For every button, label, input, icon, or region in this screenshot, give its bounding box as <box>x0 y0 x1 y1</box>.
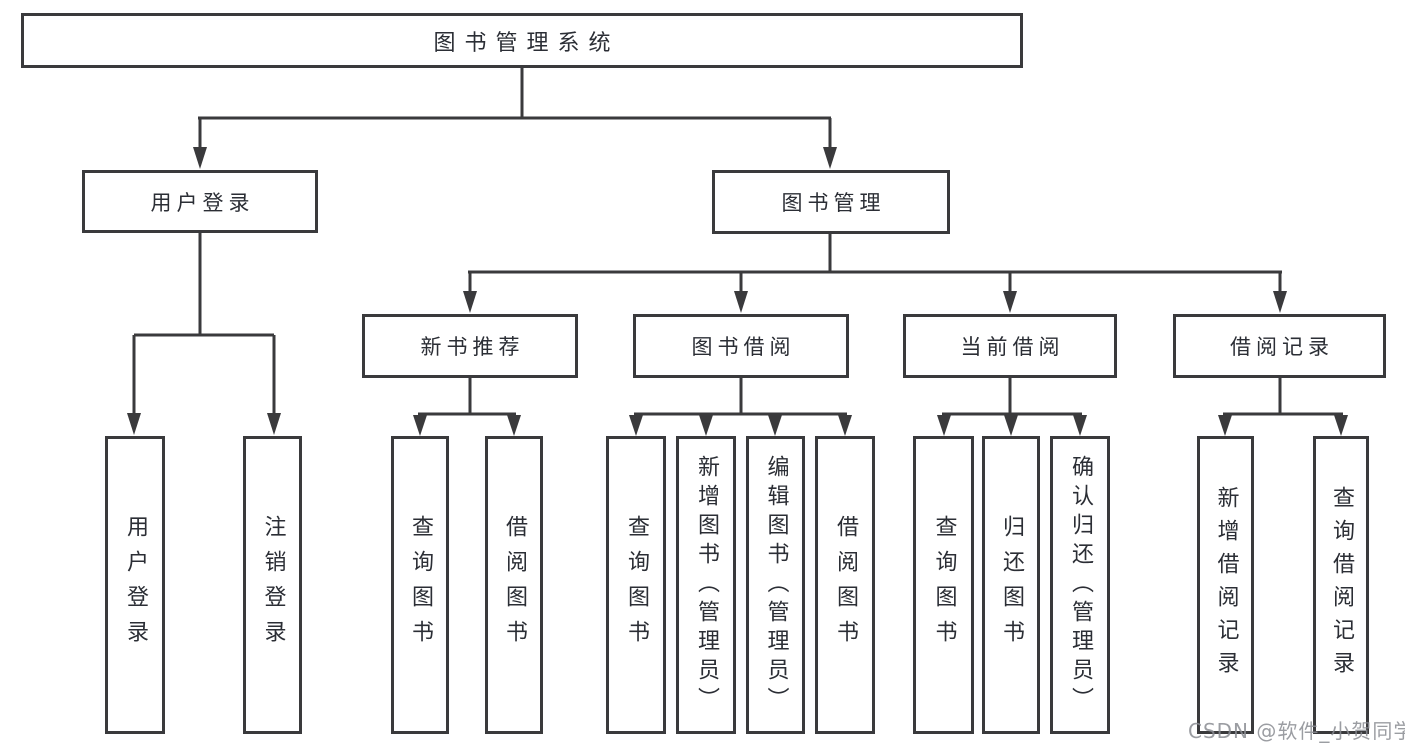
leaf-edit-books-admin: 编辑图书（管理员） <box>746 436 805 734</box>
node-library-management-system: 图书管理系统 <box>21 13 1023 68</box>
node-label: 新增借阅记录 <box>1213 486 1239 684</box>
connector-login-to-leaves <box>127 233 281 435</box>
node-label: 借阅图书 <box>833 515 858 655</box>
leaf-confirm-return-admin: 确认归还（管理员） <box>1050 436 1110 734</box>
node-label: 借阅记录 <box>1230 335 1334 359</box>
leaf-return-books: 归还图书 <box>982 436 1040 734</box>
node-label: 图书管理系统 <box>433 30 620 56</box>
connector-borrow-to-leaves <box>629 378 852 436</box>
node-book-borrowing: 图书借阅 <box>633 314 849 378</box>
node-user-login: 用户登录 <box>82 170 318 233</box>
node-label: 图书借阅 <box>691 335 796 359</box>
node-label: 用户登录 <box>123 515 148 655</box>
node-book-management: 图书管理 <box>712 170 950 234</box>
node-label: 用户登录 <box>150 190 255 215</box>
node-label: 新书推荐 <box>420 335 525 359</box>
node-label: 查询图书 <box>931 515 957 655</box>
node-borrowing-records: 借阅记录 <box>1173 314 1386 378</box>
node-label: 归还图书 <box>999 515 1024 655</box>
node-current-borrowing: 当前借阅 <box>903 314 1117 378</box>
node-label: 借阅图书 <box>502 515 527 655</box>
leaf-query-borrow-record: 查询借阅记录 <box>1313 436 1369 734</box>
node-label: 图书管理 <box>781 191 886 215</box>
connector-newbook-to-leaves <box>413 378 521 436</box>
node-label: 查询借阅记录 <box>1329 486 1354 684</box>
node-label: 查询图书 <box>624 515 649 655</box>
node-label: 新增图书（管理员） <box>694 454 719 716</box>
node-label: 编辑图书（管理员） <box>763 454 789 716</box>
leaf-query-books-current: 查询图书 <box>913 436 974 734</box>
leaf-logout: 注销登录 <box>243 436 302 734</box>
node-label: 注销登录 <box>260 515 286 655</box>
connector-current-to-leaves <box>937 378 1087 436</box>
node-label: 查询图书 <box>408 515 433 655</box>
leaf-add-books-admin: 新增图书（管理员） <box>676 436 736 734</box>
node-label: 当前借阅 <box>960 335 1065 359</box>
connector-root-to-level2 <box>193 68 837 169</box>
leaf-add-borrow-record: 新增借阅记录 <box>1197 436 1254 734</box>
connector-management-to-level3 <box>463 234 1287 313</box>
leaf-query-books-borrow: 查询图书 <box>606 436 666 734</box>
connector-records-to-leaves <box>1218 378 1348 436</box>
leaf-query-books-recommend: 查询图书 <box>391 436 449 734</box>
leaf-borrow-books-recommend: 借阅图书 <box>485 436 543 734</box>
node-label: 确认归还（管理员） <box>1068 454 1093 716</box>
leaf-user-login: 用户登录 <box>105 436 165 734</box>
leaf-borrow-books: 借阅图书 <box>815 436 875 734</box>
csdn-watermark: CSDN @软件_小贺同学 <box>1188 719 1405 743</box>
node-new-book-recommendation: 新书推荐 <box>362 314 578 378</box>
